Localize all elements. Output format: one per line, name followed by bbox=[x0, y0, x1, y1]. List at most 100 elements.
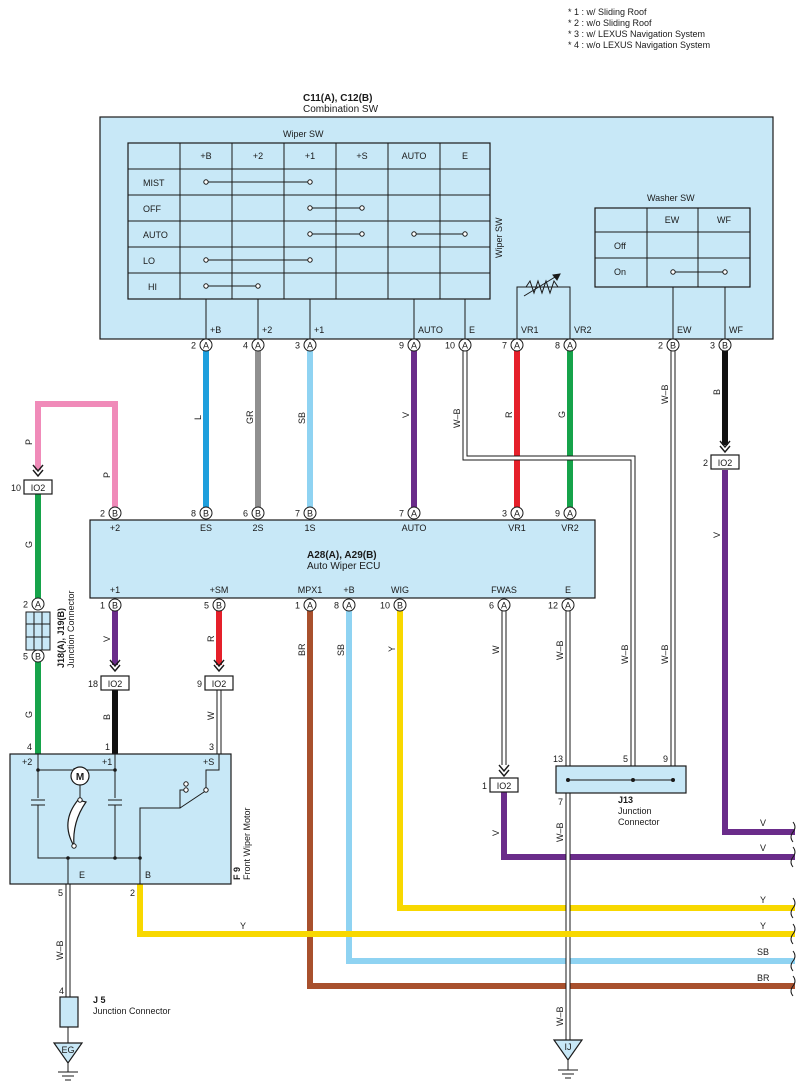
wiper-row-hi: HI bbox=[148, 282, 157, 292]
svg-text:A: A bbox=[411, 509, 417, 519]
wiper-col-b: +B bbox=[200, 151, 211, 161]
svg-text:2: 2 bbox=[703, 458, 708, 468]
wiper-col-e: E bbox=[462, 151, 468, 161]
note-4: * 4 : w/o LEXUS Navigation System bbox=[568, 40, 710, 50]
wiper-sw-table: +B +2 +1 +S AUTO E MIST OFF AUTO LO HI bbox=[127, 142, 491, 300]
svg-text:1: 1 bbox=[482, 781, 487, 791]
washer-sw-table: EW WF Off On bbox=[594, 207, 751, 288]
svg-text:Y: Y bbox=[240, 921, 246, 931]
svg-text:Y: Y bbox=[387, 646, 397, 652]
svg-text:2: 2 bbox=[130, 888, 135, 898]
washer-row-off: Off bbox=[614, 241, 626, 251]
junction-j18: A 2 B 5 J18(A), J19(B) Junction Connecto… bbox=[23, 590, 76, 668]
wiper-row-mist: MIST bbox=[143, 178, 165, 188]
svg-text:W–B: W–B bbox=[55, 940, 65, 960]
svg-text:8: 8 bbox=[334, 601, 339, 611]
svg-text:L: L bbox=[193, 415, 203, 420]
combo-internal-leads bbox=[205, 286, 726, 339]
svg-text:EW: EW bbox=[677, 325, 692, 335]
svg-text:G: G bbox=[557, 411, 567, 418]
ground-ij: IJ bbox=[552, 1039, 584, 1079]
notes-block: * 1 : w/ Sliding Roof * 2 : w/o Sliding … bbox=[568, 7, 710, 50]
svg-text:7: 7 bbox=[399, 509, 404, 519]
ground-eg: EG bbox=[52, 1042, 84, 1081]
svg-text:E: E bbox=[79, 870, 85, 880]
svg-text:2: 2 bbox=[658, 341, 663, 351]
svg-text:7: 7 bbox=[502, 341, 507, 351]
svg-text:FWAS: FWAS bbox=[491, 585, 517, 595]
svg-text:W–B: W–B bbox=[555, 640, 565, 660]
io2-label-5: IO2 bbox=[497, 781, 512, 791]
wiper-sw-side-label: Wiper SW bbox=[494, 217, 504, 258]
svg-text:EG: EG bbox=[61, 1045, 74, 1055]
svg-text:9: 9 bbox=[197, 679, 202, 689]
svg-text:5: 5 bbox=[58, 888, 63, 898]
svg-text:V: V bbox=[712, 532, 722, 538]
svg-text:V: V bbox=[760, 818, 766, 828]
svg-text:A: A bbox=[203, 341, 209, 351]
svg-text:10: 10 bbox=[11, 483, 21, 493]
svg-text:VR1: VR1 bbox=[521, 325, 539, 335]
wires bbox=[35, 351, 795, 1043]
svg-text:5: 5 bbox=[623, 754, 628, 764]
svg-text:3: 3 bbox=[209, 742, 214, 752]
wire-v-right-upper bbox=[722, 470, 795, 835]
svg-text:B: B bbox=[722, 341, 728, 351]
svg-text:9: 9 bbox=[555, 509, 560, 519]
wire-wb-e-to-j13 bbox=[462, 351, 636, 780]
svg-text:A: A bbox=[565, 601, 571, 611]
svg-text:J13: J13 bbox=[618, 795, 633, 805]
junction-j13: 13 5 9 7 J13 Junction Connector bbox=[553, 754, 687, 827]
io2-connectors: IO2 IO2 IO2 IO2 IO2 10 2 18 9 1 bbox=[11, 440, 740, 793]
svg-text:Y: Y bbox=[760, 895, 766, 905]
svg-text:W–B: W–B bbox=[660, 384, 670, 404]
combo-sw-name: Combination SW bbox=[303, 104, 379, 115]
svg-text:10: 10 bbox=[380, 601, 390, 611]
svg-text:E: E bbox=[469, 325, 475, 335]
svg-text:18: 18 bbox=[88, 679, 98, 689]
io2-label-1: IO2 bbox=[31, 483, 46, 493]
svg-text:V: V bbox=[760, 843, 766, 853]
svg-text:SB: SB bbox=[336, 644, 346, 656]
svg-text:A: A bbox=[255, 341, 261, 351]
svg-text:3: 3 bbox=[710, 341, 715, 351]
svg-text:BR: BR bbox=[297, 643, 307, 656]
svg-text:P: P bbox=[102, 472, 112, 478]
svg-text:V: V bbox=[401, 412, 411, 418]
svg-text:VR2: VR2 bbox=[574, 325, 592, 335]
svg-text:IJ: IJ bbox=[564, 1042, 571, 1052]
svg-text:4: 4 bbox=[27, 742, 32, 752]
svg-text:B: B bbox=[102, 714, 112, 720]
svg-text:ES: ES bbox=[200, 523, 212, 533]
svg-text:A: A bbox=[35, 600, 41, 610]
svg-text:VR1: VR1 bbox=[508, 523, 526, 533]
svg-text:Junction Connector: Junction Connector bbox=[93, 1006, 171, 1016]
svg-text:A: A bbox=[567, 341, 573, 351]
note-1: * 1 : w/ Sliding Roof bbox=[568, 7, 647, 17]
svg-text:A: A bbox=[307, 601, 313, 611]
washer-sw-title: Washer SW bbox=[647, 193, 695, 203]
svg-text:+S: +S bbox=[203, 757, 214, 767]
wiper-connections bbox=[203, 179, 468, 289]
svg-text:Y: Y bbox=[760, 921, 766, 931]
svg-text:2: 2 bbox=[23, 600, 28, 610]
svg-text:+2: +2 bbox=[262, 325, 272, 335]
svg-text:W–B: W–B bbox=[452, 408, 462, 428]
wiper-row-lo: LO bbox=[143, 256, 155, 266]
svg-text:WIG: WIG bbox=[391, 585, 409, 595]
ecu-name: Auto Wiper ECU bbox=[307, 561, 380, 572]
washer-col-ew: EW bbox=[665, 215, 680, 225]
svg-text:8: 8 bbox=[555, 341, 560, 351]
svg-text:B: B bbox=[216, 601, 222, 611]
wire-labels-lower: V R BR SB Y W W–B B W V W–B W–B W–B V V … bbox=[55, 635, 770, 1026]
washer-row-on: On bbox=[614, 267, 626, 277]
svg-text:WF: WF bbox=[729, 325, 743, 335]
io2-label-2: IO2 bbox=[718, 458, 733, 468]
wiper-col-2: +2 bbox=[253, 151, 263, 161]
svg-text:+B: +B bbox=[210, 325, 221, 335]
svg-text:4: 4 bbox=[243, 341, 248, 351]
svg-text:A: A bbox=[514, 341, 520, 351]
svg-text:+1: +1 bbox=[314, 325, 324, 335]
motor-name: Front Wiper Motor bbox=[242, 807, 252, 880]
